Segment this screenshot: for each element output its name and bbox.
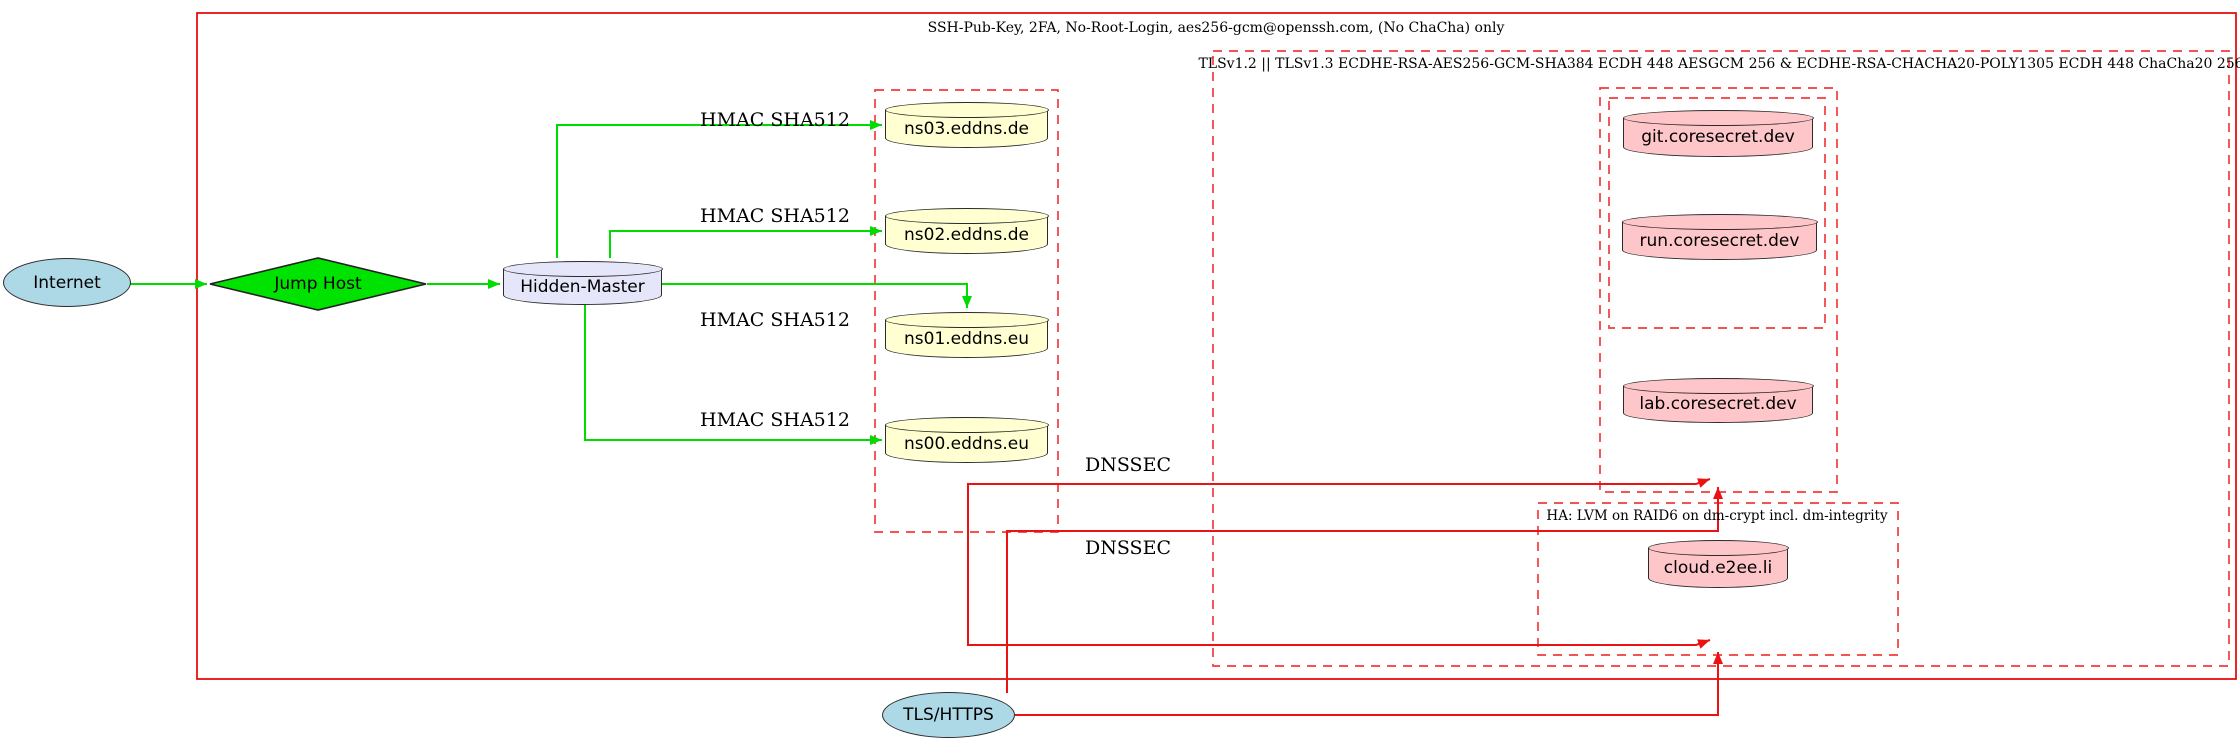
- node-cloud-label: cloud.e2ee.li: [1663, 557, 1773, 578]
- node-lab-label: lab.coresecret.dev: [1639, 394, 1797, 414]
- node-ns03-label: ns03.eddns.de: [904, 118, 1029, 139]
- edge-hiddenmaster-ns00: [584, 304, 882, 445]
- edge-label-hmac-2: HMAC SHA512: [700, 205, 850, 227]
- node-git: git.coresecret.dev: [1622, 110, 1814, 157]
- cluster-label-ssh: SSH-Pub-Key, 2FA, No-Root-Login, aes256-…: [927, 20, 1505, 36]
- node-lab: lab.coresecret.dev: [1622, 378, 1814, 423]
- node-run-label: run.coresecret.dev: [1639, 230, 1800, 251]
- node-ns00: ns00.eddns.eu: [884, 417, 1049, 463]
- jump-host-diamond-shape: [209, 257, 427, 311]
- node-hidden-master: Hidden-Master: [502, 261, 663, 305]
- cluster-label-tls: TLSv1.2 || TLSv1.3 ECDHE-RSA-AES256-GCM-…: [1198, 56, 2240, 72]
- edge-tlshttps-ha: [1015, 652, 1723, 716]
- node-ns00-label: ns00.eddns.eu: [904, 433, 1029, 454]
- edge-hiddenmaster-ns03: [556, 120, 882, 258]
- edge-label-hmac-1: HMAC SHA512: [700, 109, 850, 131]
- node-ns02: ns02.eddns.de: [884, 208, 1049, 254]
- node-internet-label: Internet: [33, 272, 101, 293]
- edge-label-hmac-4: HMAC SHA512: [700, 409, 850, 431]
- node-jump-host-label: Jump Host: [274, 274, 362, 294]
- node-git-label: git.coresecret.dev: [1641, 127, 1795, 147]
- edge-label-dnssec-1: DNSSEC: [1085, 454, 1171, 476]
- node-run: run.coresecret.dev: [1621, 214, 1818, 260]
- edge-ns-ha-dnssec: [967, 531, 1711, 649]
- edge-hiddenmaster-ns01: [662, 283, 972, 308]
- cluster-label-ha: HA: LVM on RAID6 on dm-crypt incl. dm-in…: [1546, 508, 1888, 524]
- node-ns01: ns01.eddns.eu: [884, 312, 1049, 358]
- gitrun-cluster-box: [1608, 97, 1826, 329]
- edge-hiddenmaster-ns02: [609, 226, 882, 258]
- node-hidden-master-label: Hidden-Master: [520, 276, 645, 297]
- node-ns02-label: ns02.eddns.de: [904, 224, 1029, 245]
- edge-tlshttps-coresecret: [1006, 487, 1723, 693]
- node-ns03: ns03.eddns.de: [884, 102, 1049, 148]
- edge-ns-coresecret-dnssec: [967, 478, 1711, 531]
- node-cloud: cloud.e2ee.li: [1647, 540, 1789, 588]
- node-tls-https-label: TLS/HTTPS: [903, 705, 994, 725]
- ns-cluster-box: [874, 89, 1059, 533]
- node-jump-host: Jump Host: [208, 256, 428, 312]
- node-tls-https: TLS/HTTPS: [882, 692, 1015, 738]
- edge-label-dnssec-2: DNSSEC: [1085, 537, 1171, 559]
- ssh-cluster-box: [196, 12, 2237, 680]
- node-internet: Internet: [3, 258, 131, 307]
- edge-label-hmac-3: HMAC SHA512: [700, 309, 850, 331]
- node-ns01-label: ns01.eddns.eu: [904, 328, 1029, 349]
